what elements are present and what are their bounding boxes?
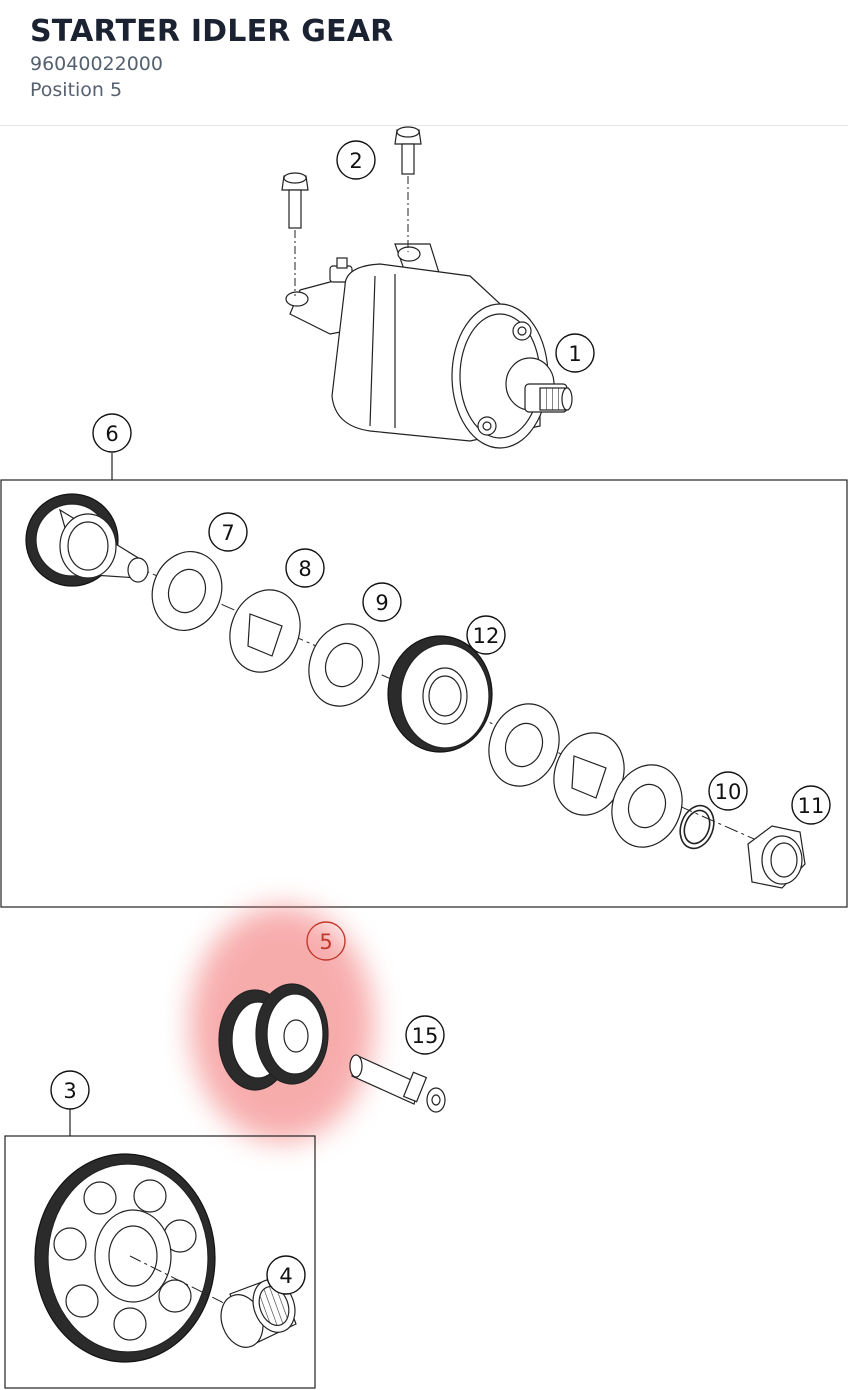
exploded-parts-diagram: 1 2 3 4 5 6 7 8 9 10 11 12 [0, 126, 848, 1389]
page-title: STARTER IDLER GEAR [30, 14, 394, 49]
callout-6[interactable]: 6 [92, 413, 132, 453]
washer-7[interactable] [141, 542, 232, 640]
nut-11[interactable] [747, 825, 806, 889]
callout-9[interactable]: 9 [362, 582, 402, 622]
svg-text:9: 9 [375, 591, 388, 615]
washer-9[interactable] [298, 614, 391, 716]
circlip-10[interactable] [674, 801, 719, 853]
starter-motor[interactable] [285, 243, 573, 449]
bolt-right[interactable] [394, 126, 422, 175]
bolt-left[interactable] [281, 172, 309, 229]
callout-11[interactable]: 11 [791, 785, 831, 825]
callout-10[interactable]: 10 [708, 771, 748, 811]
svg-text:7: 7 [221, 521, 234, 545]
gear-12[interactable] [387, 635, 493, 753]
svg-text:10: 10 [715, 780, 742, 804]
callout-8[interactable]: 8 [285, 548, 325, 588]
group-3-axis [129, 1255, 241, 1312]
position-label: Position 5 [30, 79, 123, 101]
washer-right-b[interactable] [601, 755, 694, 857]
svg-text:15: 15 [412, 1024, 439, 1048]
starter-idler-gear-5[interactable] [218, 983, 329, 1091]
callout-3[interactable]: 3 [50, 1070, 90, 1110]
svg-text:3: 3 [63, 1079, 76, 1103]
idler-shaft-15[interactable] [349, 1054, 446, 1113]
freewheel-gear-3[interactable] [34, 1153, 216, 1363]
lock-washer-right[interactable] [543, 723, 636, 825]
washer-right-a[interactable] [478, 694, 571, 796]
svg-text:4: 4 [279, 1264, 292, 1288]
svg-text:1: 1 [568, 342, 581, 366]
svg-text:2: 2 [349, 149, 362, 173]
idler-shaft-gear[interactable] [25, 493, 149, 587]
svg-text:8: 8 [298, 557, 311, 581]
svg-text:11: 11 [798, 794, 825, 818]
group-6-frame [0, 479, 848, 908]
svg-text:12: 12 [473, 624, 500, 648]
callout-4[interactable]: 4 [266, 1255, 306, 1295]
callout-5[interactable]: 5 [306, 921, 346, 961]
callout-2[interactable]: 2 [336, 140, 376, 180]
lock-washer-8[interactable] [219, 580, 312, 682]
svg-text:6: 6 [105, 422, 118, 446]
callout-15[interactable]: 15 [405, 1015, 445, 1055]
part-number: 96040022000 [30, 53, 163, 75]
callout-7[interactable]: 7 [208, 512, 248, 552]
callout-12[interactable]: 12 [466, 615, 506, 655]
callout-1[interactable]: 1 [555, 333, 595, 373]
group-3-frame [4, 1135, 316, 1389]
svg-text:5: 5 [319, 930, 332, 954]
page-header: STARTER IDLER GEAR 96040022000 Position … [0, 0, 848, 126]
